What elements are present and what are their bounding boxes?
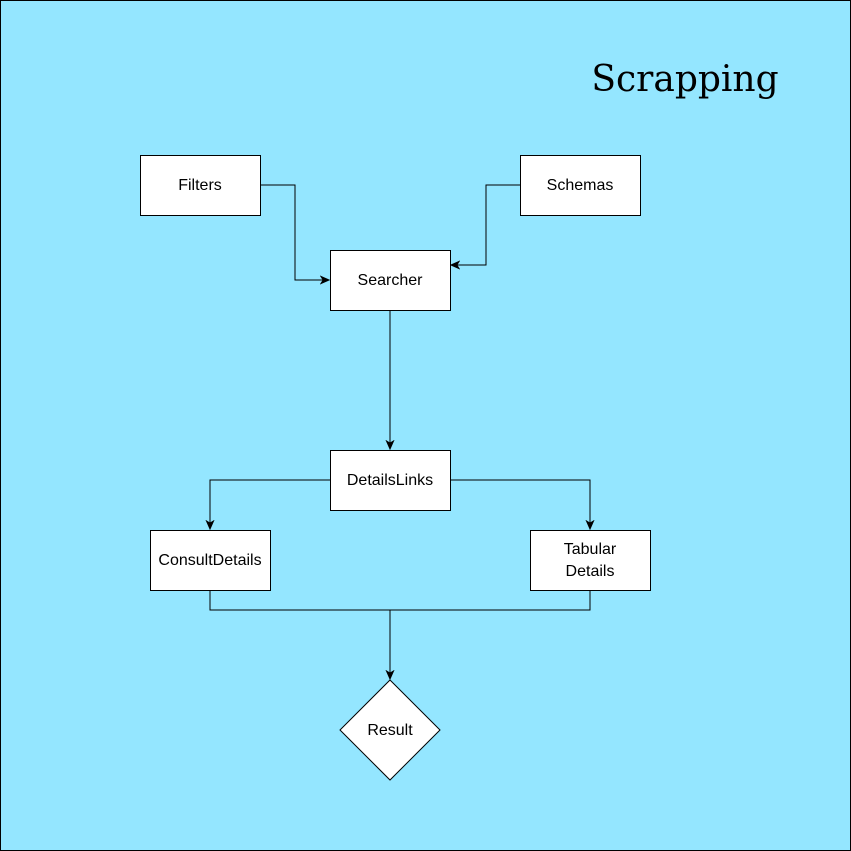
node-result[interactable]: Result (339, 679, 441, 781)
diagram-title: Scrapping (591, 59, 778, 100)
node-result-label: Result (367, 722, 413, 739)
edge-consultdetails-to-result (209, 590, 390, 679)
node-tabular-details[interactable]: Tabular Details (530, 530, 651, 591)
edge-filters-to-searcher (260, 184, 329, 280)
node-consult-details[interactable]: ConsultDetails (150, 530, 271, 591)
node-schemas-label: Schemas (547, 177, 614, 194)
node-filters-label: Filters (178, 177, 222, 194)
node-consult-details-label: ConsultDetails (158, 552, 261, 569)
node-filters[interactable]: Filters (140, 155, 261, 216)
edge-schemas-to-searcher (451, 184, 520, 265)
node-tabular-details-label-line2: Details (566, 563, 615, 580)
node-searcher-label: Searcher (358, 272, 424, 289)
node-details-links-label: DetailsLinks (347, 472, 433, 489)
node-schemas[interactable]: Schemas (520, 155, 641, 216)
edge-detailslinks-to-consultdetails (210, 479, 330, 529)
node-searcher[interactable]: Searcher (330, 250, 451, 311)
edge-tabulardetails-to-result (390, 590, 591, 611)
node-details-links[interactable]: DetailsLinks (330, 450, 451, 511)
node-tabular-details-label-line1: Tabular (564, 541, 617, 558)
edge-detailslinks-to-tabulardetails (450, 479, 590, 529)
